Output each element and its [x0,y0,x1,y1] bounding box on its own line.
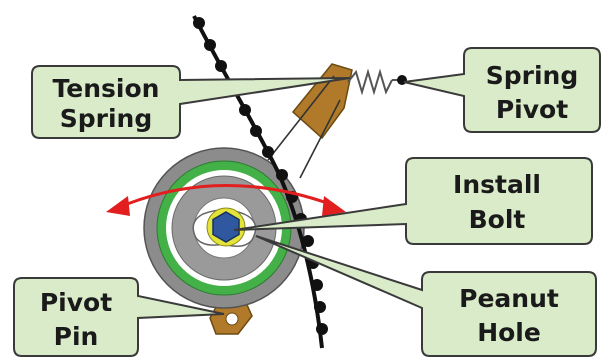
pivot-pin-hole [225,312,239,326]
bolt-icon [212,211,240,243]
spring-arm-bracket [291,63,353,140]
tension-spring-label-line2: Spring [60,104,153,133]
callout-pivot-pin: Pivot Pin [13,277,225,357]
rotation-arrow [106,184,346,216]
pivot-pin-label-line2: Pin [54,322,99,351]
peanut-hole-label-line2: Hole [477,318,541,347]
callout-tension-spring: Tension Spring [31,65,351,139]
install-bolt-label-line1: Install [453,170,541,199]
spring-pivot-label-line1: Spring [486,61,579,90]
spring-pivot-pin [397,75,407,85]
install-bolt-label-line2: Bolt [469,205,526,234]
spring-pivot-label-line2: Pivot [496,95,568,124]
tension-spring-label-line1: Tension [53,74,160,103]
callout-spring-pivot: Spring Pivot [403,47,601,133]
pivot-pin-label-line1: Pivot [40,288,112,317]
peanut-hole-label-line1: Peanut [459,284,559,313]
callout-peanut-hole: Peanut Hole [255,235,597,357]
tension-spring-coil [347,68,400,96]
callout-install-bolt: Install Bolt [233,157,593,245]
arm-frame-lines [267,75,341,179]
